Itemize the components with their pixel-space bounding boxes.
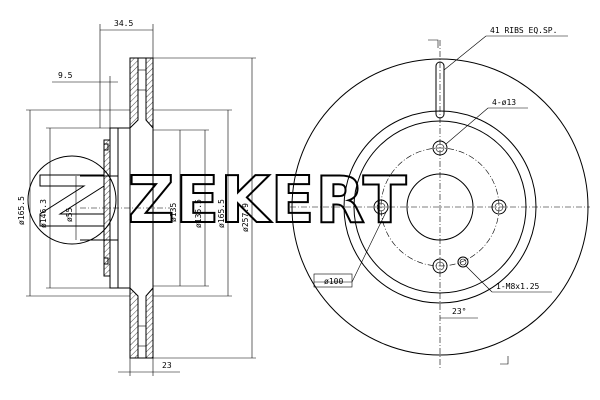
thread-label: 1-M8x1.25	[496, 282, 540, 291]
dim-friction: ø135.5	[194, 199, 203, 228]
front-view: 41 RIBS EQ.SP. 4-ø13 ø100 1-M8x1.25 23°	[290, 26, 590, 370]
dim-center-bore: ø55	[65, 207, 74, 222]
watermark-text: ZEKERT	[128, 164, 408, 238]
dim-outer: ø257.9	[241, 203, 250, 232]
ribs-label: 41 RIBS EQ.SP.	[490, 26, 557, 35]
dim-thickness: 34.5	[114, 19, 133, 28]
dim-inner: ø135	[169, 203, 178, 222]
bolt-holes-label: 4-ø13	[492, 98, 516, 107]
dim-bottom: 23	[162, 361, 172, 370]
rib-slot	[435, 61, 445, 119]
thread-hole	[457, 256, 469, 268]
dim-outer-step: ø165.5	[17, 196, 26, 225]
dim-face: ø165.5	[217, 199, 226, 228]
dim-hub-step: ø146.3	[39, 199, 48, 228]
angle-label: 23°	[452, 307, 466, 316]
dim-hat: 9.5	[58, 71, 73, 80]
bolt-hole-right	[491, 199, 507, 215]
bolt-hole-bottom	[432, 258, 448, 274]
bolt-hole-top	[432, 140, 448, 156]
side-section-view: 34.5 9.5 ø165.5 ø146.3 ø55 ø135 ø135.5 ø…	[17, 19, 256, 376]
bolt-hole-left	[373, 199, 389, 215]
pcd-label: ø100	[324, 277, 343, 286]
zekert-watermark: ZEKERT	[27, 155, 408, 245]
